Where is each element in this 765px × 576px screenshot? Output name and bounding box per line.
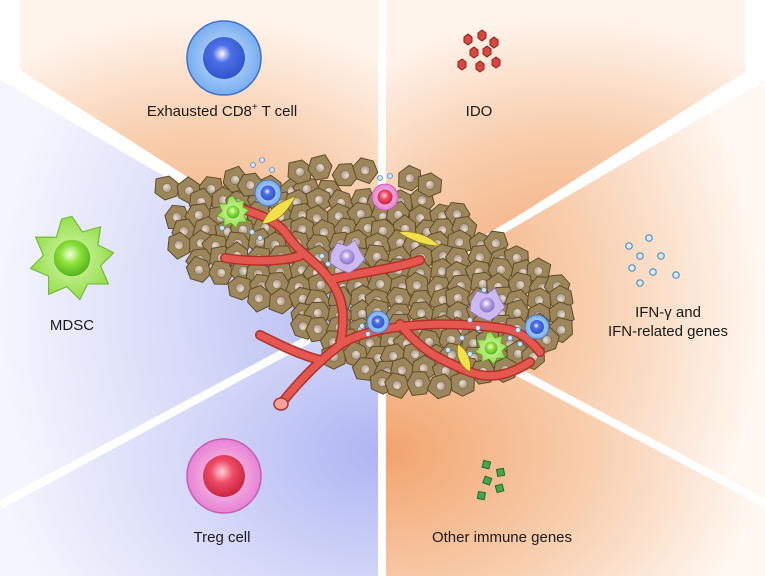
tumor-treg-cell (371, 183, 399, 211)
tumor-macrophage (469, 287, 506, 322)
ifn-dots-icon (625, 234, 680, 287)
tumor-mdsc (216, 195, 250, 229)
treg-cell-icon (186, 438, 262, 514)
tumor-t-cell (254, 179, 282, 207)
fibroblast (261, 195, 297, 225)
t-cell-icon (186, 20, 262, 96)
label-other-immune-genes: Other immune genes (432, 529, 572, 546)
sector-treg (0, 300, 380, 576)
tumor-infiltrating-cells (216, 157, 550, 373)
label-ido: IDO (466, 103, 493, 120)
mdsc-cell-icon (29, 215, 115, 301)
fibroblast (396, 231, 441, 247)
label-treg-cell: Treg cell (194, 529, 251, 546)
label-ifn-line-2: IFN-related genes (608, 323, 728, 340)
label-exhausted-cd8: Exhausted CD8+ T cell (147, 102, 297, 120)
cytokine-dots (219, 157, 523, 357)
label-ifn-line-1: IFN-γ and (635, 304, 701, 321)
tumor-t-cell (524, 314, 550, 340)
immune-genes-squares-icon (476, 459, 506, 501)
tumor-macrophage (329, 239, 366, 274)
sector-ifn (385, 80, 765, 500)
label-mdsc: MDSC (50, 317, 94, 334)
ido-particles-icon (457, 29, 501, 73)
vessel-opening (273, 397, 289, 411)
tumor-mdsc (474, 331, 508, 365)
fibroblast (456, 343, 471, 373)
sector-mdsc (0, 78, 380, 500)
blood-vessels (220, 200, 545, 411)
tumor-t-cell (366, 310, 390, 334)
